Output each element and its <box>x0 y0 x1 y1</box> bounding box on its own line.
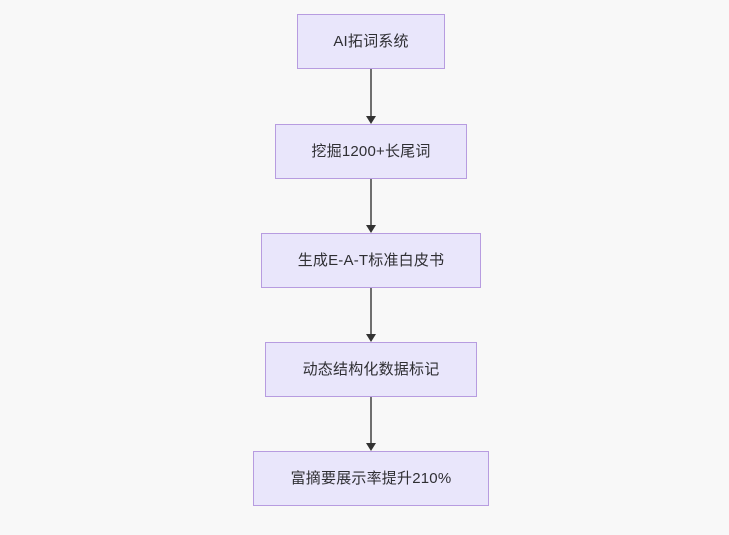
flowchart-edge-1-2 <box>366 69 376 124</box>
flowchart-node-1-label: AI拓词系统 <box>333 32 409 50</box>
edge-line <box>370 69 372 117</box>
flowchart-edge-2-3 <box>366 179 376 233</box>
arrow-down-icon <box>366 225 376 233</box>
flowchart-node-3-label: 生成E-A-T标准白皮书 <box>297 251 445 269</box>
arrow-down-icon <box>366 443 376 451</box>
flowchart-node-4-label: 动态结构化数据标记 <box>302 360 440 378</box>
flowchart-node-5-label: 富摘要展示率提升210% <box>290 469 452 487</box>
flowchart-node-2[interactable]: 挖掘1200+长尾词 <box>275 124 467 179</box>
arrow-down-icon <box>366 116 376 124</box>
flowchart-node-4[interactable]: 动态结构化数据标记 <box>265 342 477 397</box>
edge-line <box>370 179 372 226</box>
flowchart-node-1[interactable]: AI拓词系统 <box>297 14 445 69</box>
flowchart-node-2-label: 挖掘1200+长尾词 <box>311 142 431 160</box>
edge-line <box>370 397 372 444</box>
flowchart-node-5[interactable]: 富摘要展示率提升210% <box>253 451 489 506</box>
edge-line <box>370 288 372 335</box>
arrow-down-icon <box>366 334 376 342</box>
flowchart-node-3[interactable]: 生成E-A-T标准白皮书 <box>261 233 481 288</box>
flowchart-edge-3-4 <box>366 288 376 342</box>
flowchart-edge-4-5 <box>366 397 376 451</box>
